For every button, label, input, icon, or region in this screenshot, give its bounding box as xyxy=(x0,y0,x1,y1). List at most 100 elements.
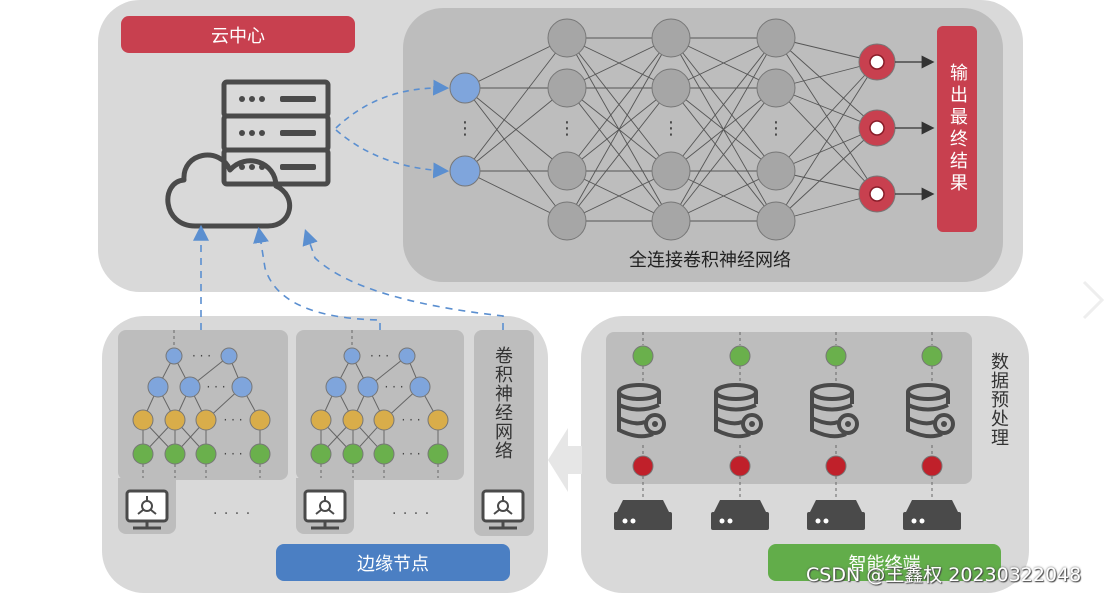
terminal-green-node xyxy=(632,345,654,367)
nn-node-hidden xyxy=(756,18,796,58)
edge-ellipsis: · · · xyxy=(401,413,420,427)
router-device-icon xyxy=(903,500,961,530)
monitor-spoke xyxy=(506,509,513,515)
db-side-left xyxy=(617,392,654,439)
router-led xyxy=(727,518,733,524)
monitor-spoke xyxy=(315,509,322,515)
server-indicators xyxy=(239,96,316,170)
edge-node xyxy=(409,376,431,398)
nn-node-hidden xyxy=(651,201,691,241)
db-top xyxy=(714,383,758,401)
output-node-center xyxy=(869,186,885,202)
edge-node xyxy=(357,376,379,398)
monitor-network-icon xyxy=(481,489,525,530)
monitor-spoke xyxy=(137,509,144,515)
edge-node xyxy=(427,443,449,465)
nn-node-hidden xyxy=(547,151,587,191)
edge-node xyxy=(249,409,271,431)
nn-connection-line xyxy=(464,37,568,172)
router-top xyxy=(714,500,766,512)
cnn-vertical-label: 卷积神经网络 xyxy=(492,346,513,460)
db-band xyxy=(811,416,839,426)
terminal-green-node xyxy=(921,345,943,367)
edge-node xyxy=(310,409,332,431)
edge-node xyxy=(427,409,449,431)
edge-ellipsis-left: · · · · xyxy=(213,506,252,522)
nn-node-hidden xyxy=(651,151,691,191)
router-led xyxy=(622,518,628,524)
nn-vertical-ellipsis: ⋮ xyxy=(456,118,474,139)
router-device-icon xyxy=(807,500,865,530)
db-gear-core xyxy=(749,421,755,427)
router-body xyxy=(903,512,961,530)
db-gear xyxy=(741,413,763,435)
output-node-center xyxy=(869,120,885,136)
database-gear-icon xyxy=(810,383,859,439)
nn-node-hidden xyxy=(547,68,587,108)
db-gear-core xyxy=(652,421,658,427)
router-led xyxy=(630,518,636,524)
edge-node xyxy=(220,347,238,365)
edge-node xyxy=(132,409,154,431)
db-band xyxy=(618,416,646,426)
edge-node xyxy=(373,443,395,465)
terminal-red-node xyxy=(921,455,943,477)
router-led xyxy=(919,518,925,524)
edge-node xyxy=(343,347,361,365)
edge-ellipsis: · · · xyxy=(384,380,403,394)
nn-vertical-ellipsis: ⋮ xyxy=(662,118,680,139)
db-top xyxy=(906,383,950,401)
nn-connection-line xyxy=(566,37,672,222)
db-side-left xyxy=(810,392,847,439)
nn-connection-line xyxy=(670,87,777,222)
monitor-spoke xyxy=(493,509,500,515)
terminal-nodes xyxy=(614,345,961,530)
db-band xyxy=(715,416,743,426)
chevron-right-icon xyxy=(1082,280,1105,320)
edge-node xyxy=(249,443,271,465)
nn-node-hidden xyxy=(756,201,796,241)
db-side-left xyxy=(714,392,751,439)
edge-ellipsis: · · · xyxy=(223,413,242,427)
router-led xyxy=(911,518,917,524)
router-top xyxy=(906,500,958,512)
edge-ellipsis-right: · · · · xyxy=(392,506,431,522)
terminal-connections xyxy=(642,332,933,500)
router-led xyxy=(823,518,829,524)
nn-connection-line xyxy=(775,61,878,222)
nn-connection-line xyxy=(566,87,672,222)
smart-terminal-label: 智能终端 xyxy=(768,544,1001,581)
db-band xyxy=(811,403,853,412)
monitor-screen xyxy=(481,489,525,523)
edge-to-cloud-arrow-3 xyxy=(302,228,504,330)
edge-node xyxy=(132,443,154,465)
nn-vertical-ellipsis: ⋮ xyxy=(558,118,576,139)
router-top xyxy=(617,500,669,512)
terminal-green-node xyxy=(729,345,751,367)
edge-node-label: 边缘节点 xyxy=(276,544,510,581)
edge-node xyxy=(164,409,186,431)
edge-node xyxy=(342,443,364,465)
db-gear xyxy=(644,413,666,435)
edge-node xyxy=(373,409,395,431)
cloud-icon xyxy=(165,152,293,229)
monitor-screen xyxy=(125,489,169,523)
db-gear-core xyxy=(941,421,947,427)
nn-node-input xyxy=(449,72,481,104)
edge-node xyxy=(165,347,183,365)
database-gear-icon xyxy=(906,383,955,439)
terminal-red-node xyxy=(632,455,654,477)
database-gear-icon xyxy=(714,383,763,439)
nn-connection-line xyxy=(670,37,777,222)
edge-node xyxy=(325,376,347,398)
db-gear xyxy=(837,413,859,435)
watermark-text: CSDN @王鑫权 20230322048 xyxy=(806,564,1082,586)
monitor-network-icon xyxy=(125,489,169,530)
ellipsis-glyphs: ⋮⋮⋮⋮· · ·· · ·· · ·· · ·· · ·· · ·· · ··… xyxy=(192,118,785,461)
nn-connection-line xyxy=(566,37,672,172)
edge-ellipsis: · · · xyxy=(401,447,420,461)
router-device-icon xyxy=(711,500,769,530)
monitor-screen xyxy=(303,489,347,523)
